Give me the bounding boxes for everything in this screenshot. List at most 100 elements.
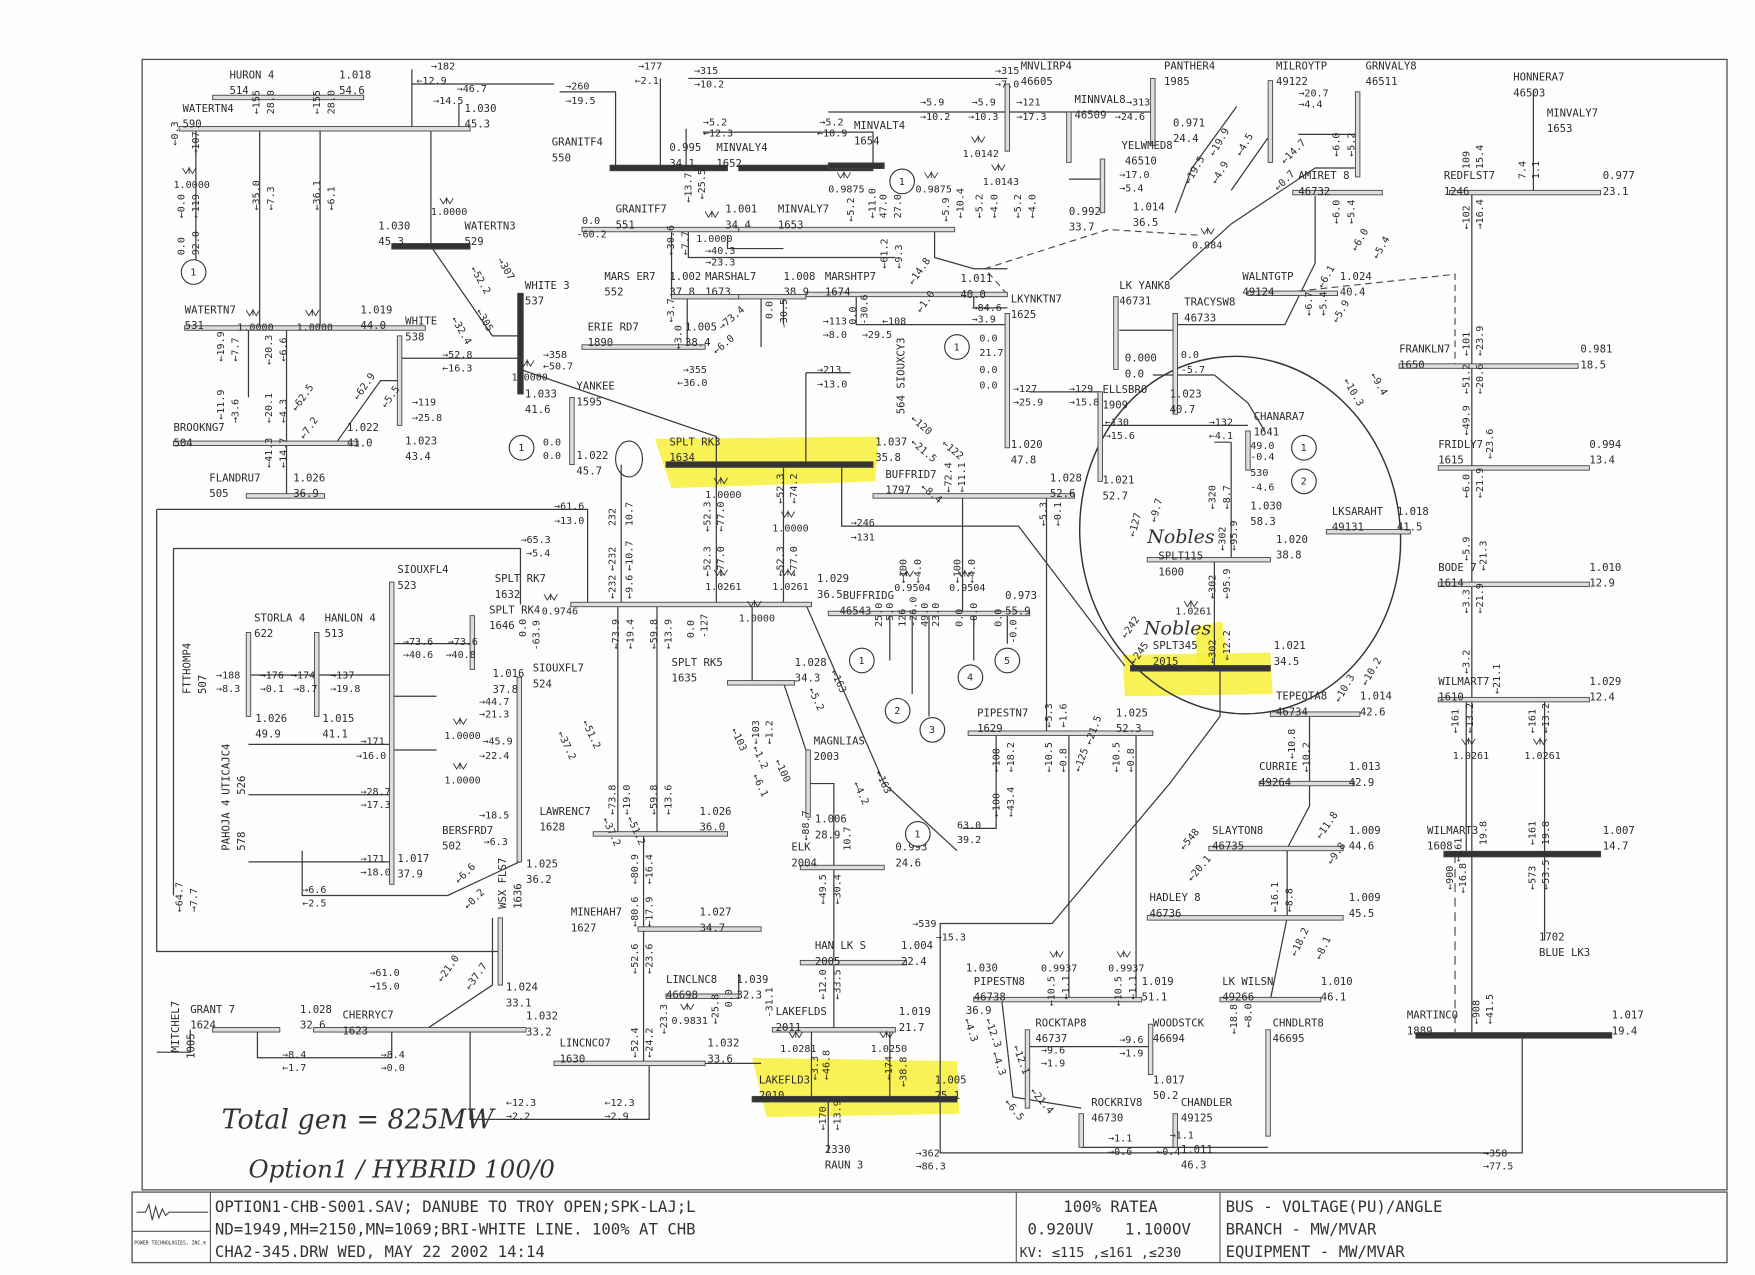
bus-bar[interactable] — [245, 632, 252, 717]
bus-bar[interactable] — [1354, 91, 1361, 178]
bus-bar[interactable] — [1219, 996, 1322, 1003]
bus-bar[interactable] — [212, 1027, 281, 1033]
bus-bar[interactable] — [1398, 363, 1579, 369]
bus-bar[interactable] — [1150, 77, 1156, 147]
bus-bar[interactable] — [1208, 845, 1344, 852]
bus-bar[interactable] — [799, 864, 885, 871]
bus-bar[interactable] — [967, 730, 1154, 736]
bus-bar[interactable] — [1292, 189, 1383, 196]
bus-bar[interactable] — [751, 1095, 958, 1103]
bus-bar[interactable] — [1267, 80, 1274, 163]
bus-bar[interactable] — [665, 993, 740, 999]
generator-icon[interactable] — [919, 716, 946, 743]
bus-bar[interactable] — [569, 396, 575, 466]
bus-bar[interactable] — [570, 601, 812, 608]
generator-icon[interactable] — [889, 168, 915, 195]
generator-icon[interactable] — [508, 434, 535, 461]
bus-bar[interactable] — [727, 293, 807, 300]
bus-bar[interactable] — [1146, 557, 1271, 563]
bus-bar[interactable] — [1130, 665, 1271, 672]
bus-bar[interactable] — [173, 440, 359, 446]
bus-bar[interactable] — [771, 1027, 896, 1033]
bus-bar[interactable] — [1258, 780, 1355, 787]
bus-bar[interactable] — [1004, 83, 1011, 152]
bus-bar[interactable] — [1247, 290, 1338, 297]
bus-bar[interactable] — [1113, 296, 1119, 370]
bus-bar[interactable] — [1448, 189, 1601, 196]
bus-bar[interactable] — [1415, 1032, 1613, 1039]
bus-bar[interactable] — [553, 1060, 706, 1067]
bus-bar[interactable] — [1066, 111, 1072, 163]
bus-bar[interactable] — [1245, 430, 1251, 471]
generator-icon[interactable] — [180, 259, 207, 285]
bus-bar[interactable] — [1172, 313, 1178, 415]
bus-bar[interactable] — [245, 493, 326, 499]
bus-bar[interactable] — [516, 676, 523, 863]
bus-bar[interactable] — [178, 126, 471, 132]
bus-bar[interactable] — [592, 831, 728, 837]
bus-bar[interactable] — [1437, 465, 1590, 471]
bus-bar[interactable] — [1437, 581, 1590, 588]
bus-bar[interactable] — [312, 1027, 527, 1033]
bus-bar[interactable] — [1147, 1023, 1154, 1076]
bus-bar[interactable] — [389, 581, 395, 885]
